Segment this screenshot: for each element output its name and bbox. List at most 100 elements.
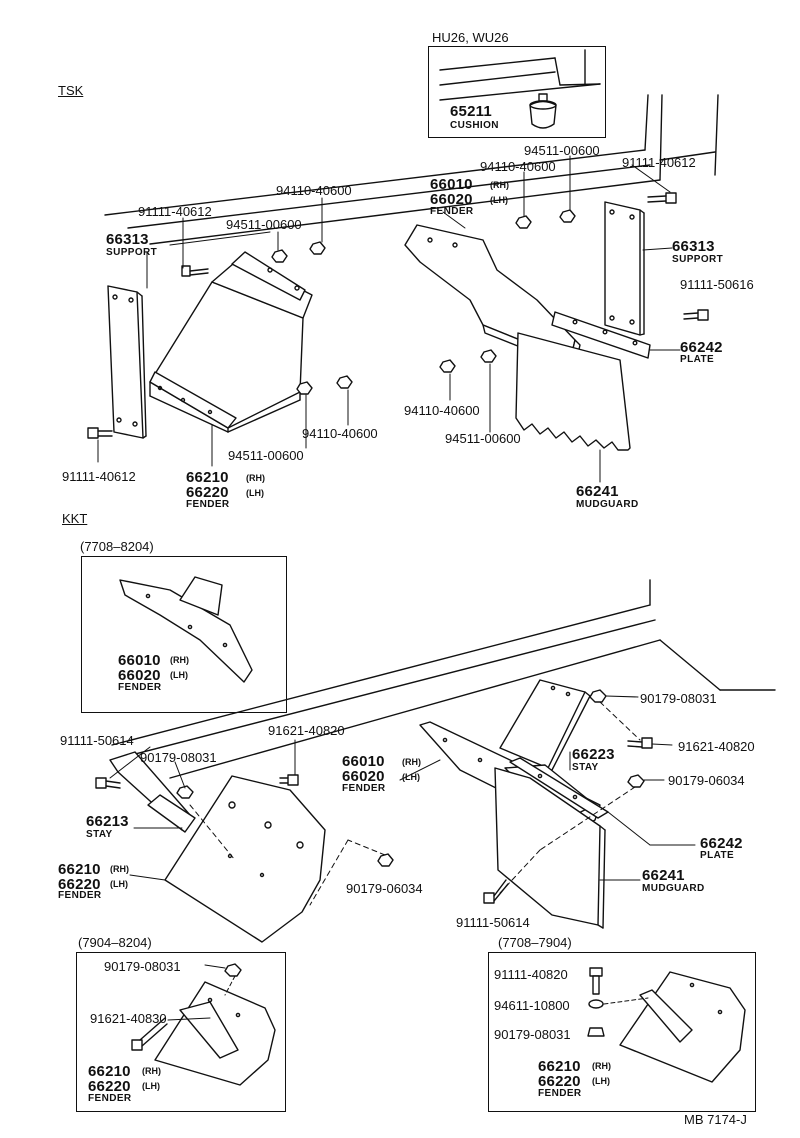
- part-66210-kkt: 66210: [58, 861, 101, 878]
- bolt-icon: [647, 192, 677, 204]
- part-66313-right: 66313: [672, 238, 715, 255]
- bolt-icon: [87, 427, 113, 439]
- support-plate-left-icon: [107, 285, 147, 439]
- part-66313-left: 66313: [106, 231, 149, 248]
- nut-icon: [627, 774, 645, 788]
- name-fender-inset3: FENDER: [538, 1088, 582, 1099]
- nut-icon: [176, 785, 194, 799]
- inset-7904-fender-icon: [131, 963, 276, 1086]
- nut-icon: [224, 963, 242, 977]
- name-stay-right: STAY: [572, 762, 599, 773]
- tsk-fasteners: [87, 192, 709, 439]
- cushion-icon: [529, 93, 557, 129]
- cushion-inset-drawing: [439, 49, 601, 101]
- bolt-icon: [627, 737, 653, 749]
- part-90179-06034-b: 90179-06034: [668, 773, 745, 788]
- nut-icon: [515, 215, 532, 229]
- part-91111-40612-b: 91111-40612: [138, 204, 212, 219]
- section-7708-8204: (7708–8204): [80, 539, 154, 554]
- part-66220-kkt: 66220: [58, 876, 101, 893]
- side-lh-inset3: (LH): [592, 1076, 610, 1086]
- name-support-right: SUPPORT: [672, 254, 724, 265]
- part-94110-40600-a: 94110-40600: [480, 159, 556, 174]
- name-fender-inset2: FENDER: [88, 1093, 132, 1104]
- part-66242-kkt: 66242: [700, 835, 743, 852]
- kkt-left-fasteners: [95, 774, 394, 867]
- fender-kkt-left-icon: [164, 775, 326, 943]
- nut-icon: [336, 375, 353, 389]
- inset-frame-hu26-wu26: [428, 46, 606, 138]
- nut-icon: [587, 1027, 605, 1037]
- part-94511-00600-a: 94511-00600: [524, 143, 600, 158]
- side-lh-66020-kkt: (LH): [402, 772, 420, 782]
- mudguard-kkt-icon: [494, 767, 606, 929]
- bolt-icon: [483, 879, 509, 904]
- side-lh-66220-kkt: (LH): [110, 879, 128, 889]
- part-91111-50614-b: 91111-50614: [456, 915, 530, 930]
- side-rh-inset2: (RH): [142, 1066, 161, 1076]
- part-66010-tsk: 66010: [430, 176, 473, 193]
- part-91621-40820-a: 91621-40820: [268, 723, 345, 738]
- name-fender-inset: FENDER: [118, 682, 162, 693]
- part-90179-06034-a: 90179-06034: [346, 881, 423, 896]
- nut-icon: [271, 249, 288, 263]
- support-plate-right-icon: [604, 201, 645, 336]
- side-rh-66210-tsk: (RH): [246, 473, 265, 483]
- name-fender-kkt-right: FENDER: [342, 783, 386, 794]
- part-66020-tsk: 66020: [430, 191, 473, 208]
- inset-frame-7708-7904: [488, 952, 756, 1112]
- part-66213: 66213: [86, 813, 129, 830]
- part-90179-08031-d: 90179-08031: [494, 1027, 571, 1042]
- part-65211: 65211: [450, 103, 492, 120]
- name-fender-tsk-left: FENDER: [186, 499, 230, 510]
- name-plate-kkt: PLATE: [700, 850, 735, 861]
- fender-inset-icon: [119, 576, 253, 683]
- plate-icon: [551, 311, 651, 359]
- part-66220-inset2: 66220: [88, 1078, 131, 1095]
- section-7904-8204: (7904–8204): [78, 935, 152, 950]
- name-mudguard-tsk: MUDGUARD: [576, 499, 639, 510]
- part-66210-inset3: 66210: [538, 1058, 581, 1075]
- section-7708-7904: (7708–7904): [498, 935, 572, 950]
- name-mudguard-kkt: MUDGUARD: [642, 883, 705, 894]
- part-90179-08031-b: 90179-08031: [640, 691, 717, 706]
- nut-icon: [296, 381, 313, 395]
- part-66010-kkt: 66010: [342, 753, 385, 770]
- part-66020-kkt: 66020: [342, 768, 385, 785]
- part-66210-inset2: 66210: [88, 1063, 131, 1080]
- nut-icon: [439, 359, 456, 373]
- name-stay-left: STAY: [86, 829, 113, 840]
- tsk-leader-lines: [97, 155, 681, 483]
- bolt-icon: [683, 309, 709, 321]
- part-91111-40612-c: 91111-40612: [62, 469, 136, 484]
- name-cushion: CUSHION: [450, 120, 499, 131]
- part-90179-08031-a: 90179-08031: [140, 750, 217, 765]
- section-hu26-wu26: HU26, WU26: [432, 30, 509, 45]
- inset-frame-7904-8204: [76, 952, 286, 1112]
- part-66010-inset: 66010: [118, 652, 161, 669]
- tsk-body-lines: [104, 94, 719, 245]
- side-rh-inset3: (RH): [592, 1061, 611, 1071]
- part-66020-inset: 66020: [118, 667, 161, 684]
- part-66241-kkt: 66241: [642, 867, 685, 884]
- nut-icon: [309, 241, 326, 255]
- part-94511-00600-c: 94511-00600: [445, 431, 521, 446]
- name-support-left: SUPPORT: [106, 247, 158, 258]
- bolt-icon: [95, 777, 121, 789]
- part-66242-tsk: 66242: [680, 339, 723, 356]
- stay-right-icon: [499, 679, 591, 771]
- part-94511-00600-d: 94511-00600: [228, 448, 304, 463]
- part-90179-08031-c: 90179-08031: [104, 959, 181, 974]
- inset-frame-7708-8204: [81, 556, 287, 713]
- washer-icon: [588, 999, 604, 1009]
- part-66220-inset3: 66220: [538, 1073, 581, 1090]
- fender-left-icon: [149, 251, 313, 433]
- side-lh-inset2: (LH): [142, 1081, 160, 1091]
- bolt-icon: [589, 967, 603, 995]
- bolt-icon: [131, 1017, 168, 1051]
- part-91111-50614-a: 91111-50614: [60, 733, 134, 748]
- bolt-icon: [279, 774, 299, 786]
- name-fender-tsk-right: FENDER: [430, 206, 474, 217]
- part-91111-40612-a: 91111-40612: [622, 155, 696, 170]
- kkt-left-leaders: [109, 739, 386, 906]
